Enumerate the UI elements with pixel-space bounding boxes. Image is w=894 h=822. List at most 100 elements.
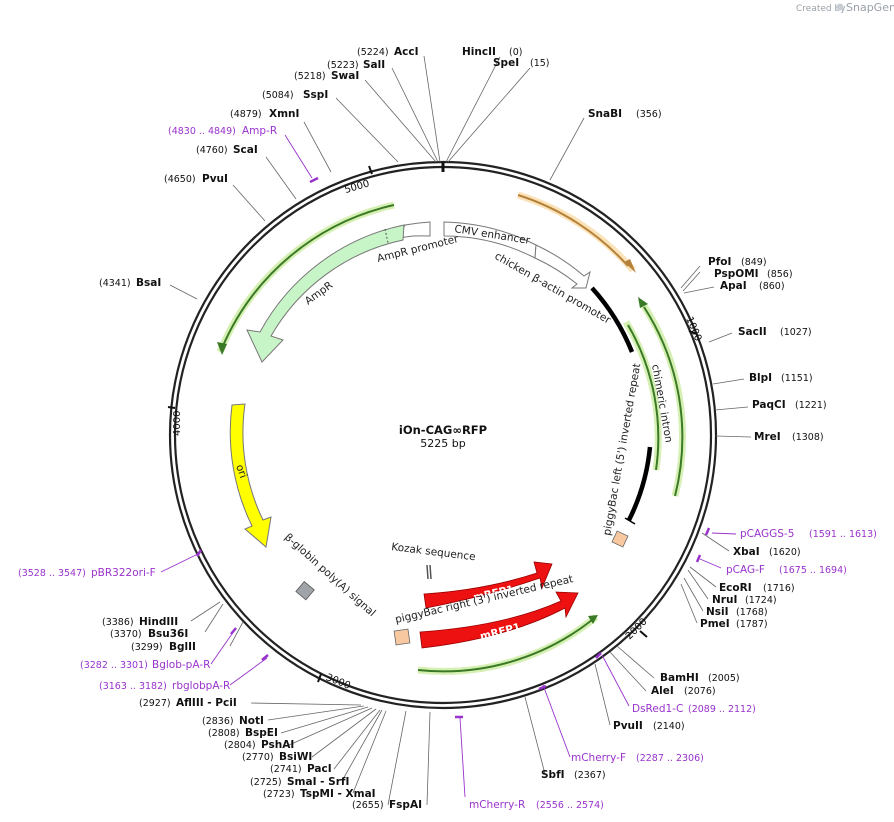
enzyme-hincii[interactable]: HincII — [462, 46, 496, 58]
kozak-mark-2 — [429, 564, 432, 580]
enzyme-apai[interactable]: ApaI — [720, 280, 747, 292]
primer-mcherry-f[interactable]: mCherry-F — [571, 752, 626, 764]
enzyme-pfoi[interactable]: PfoI — [708, 256, 731, 268]
enzyme-hindiii[interactable]: HindIII — [139, 616, 178, 628]
enzyme-pshai[interactable]: PshAI — [261, 739, 294, 751]
enzyme-afliii-pcii[interactable]: AflIII - PciI — [176, 697, 237, 709]
enzyme-pmei[interactable]: PmeI — [700, 618, 730, 630]
mrfp1-arrow-2[interactable] — [419, 591, 579, 649]
enzyme-sspi[interactable]: SspI — [303, 89, 328, 101]
enzyme-nsii[interactable]: NsiI — [706, 606, 729, 618]
tick-label-1000: 1000 — [683, 315, 703, 343]
enzyme-pvuii[interactable]: PvuII — [613, 720, 643, 732]
enzyme-pvui[interactable]: PvuI — [202, 173, 228, 185]
primer-dsred1-c[interactable]: DsRed1-C — [632, 703, 683, 715]
enzyme-pos-pspomi: (856) — [767, 269, 793, 280]
enzyme-bglii[interactable]: BglII — [169, 641, 196, 653]
enzyme-acci[interactable]: AccI — [394, 46, 418, 58]
green-arrow-left — [221, 204, 395, 349]
piggybac-right-box[interactable] — [393, 628, 411, 646]
enzyme-fspai[interactable]: FspAI — [389, 799, 422, 811]
enzyme-pos-sali: (5223) — [327, 60, 359, 71]
enzyme-pos-acci: (5224) — [357, 47, 389, 58]
enzyme-sacii[interactable]: SacII — [738, 326, 767, 338]
enzyme-pos-nsii: (1768) — [736, 607, 768, 618]
enzyme-pos-hindiii: (3386) — [102, 617, 134, 628]
enzyme-pos-bspei: (2808) — [208, 728, 240, 739]
chimeric-intron-feature[interactable] — [590, 286, 635, 353]
primer-range-pcag-f: (1675 .. 1694) — [779, 565, 847, 576]
primer-pcaggs-5[interactable]: pCAGGS-5 — [740, 528, 794, 540]
enzyme-mrei[interactable]: MreI — [754, 431, 781, 443]
primer-range-bglob-pa-r: (3282 .. 3301) — [80, 660, 148, 671]
enzyme-tspmi-xmai[interactable]: TspMI - XmaI — [300, 788, 376, 800]
green-arrow-right-head — [638, 297, 648, 308]
enzyme-blpi[interactable]: BlpI — [749, 372, 772, 384]
primer-pbr322ori-f[interactable]: pBR322ori-F — [91, 567, 156, 579]
primer-bglob-pa-r[interactable]: Bglob-pA-R — [152, 659, 210, 671]
enzyme-noti[interactable]: NotI — [239, 715, 264, 727]
enzyme-pspomi[interactable]: PspOMI — [714, 268, 759, 280]
enzyme-pos-blpi: (1151) — [781, 373, 813, 384]
enzyme-bsai[interactable]: BsaI — [136, 277, 161, 289]
enzyme-paqci[interactable]: PaqCI — [752, 399, 786, 411]
primer-rbglobpa-r[interactable]: rbglobpA-R — [172, 680, 230, 692]
ampr-promoter-arrow[interactable] — [397, 221, 431, 239]
enzyme-xbai[interactable]: XbaI — [733, 546, 760, 558]
bglobin-polya-label: β-globin poly(A) signal — [282, 531, 378, 619]
plasmid-size: 5225 bp — [420, 437, 465, 450]
enzyme-paci[interactable]: PacI — [307, 763, 332, 775]
cba-promoter-feature[interactable] — [534, 244, 591, 289]
snapgene-brand: SnapGene — [846, 1, 894, 14]
enzyme-sbfi[interactable]: SbfI — [541, 769, 565, 781]
mrfp1-arrow-1[interactable] — [423, 561, 553, 609]
enzyme-leader-lines — [169, 55, 752, 806]
enzyme-pos-bglii: (3299) — [131, 642, 163, 653]
created-by-label: Created by — [796, 4, 846, 14]
bglobin-polya-box[interactable] — [295, 580, 315, 601]
piggybac-left-feature[interactable] — [626, 446, 653, 522]
enzyme-bspei[interactable]: BspEI — [245, 727, 278, 739]
enzyme-pos-bamhi: (2005) — [708, 673, 740, 684]
primer-pcag-f[interactable]: pCAG-F — [726, 564, 765, 576]
enzyme-nrui[interactable]: NruI — [712, 594, 737, 606]
enzyme-pos-paci: (2741) — [270, 764, 302, 775]
tick-1000 — [688, 330, 698, 335]
enzyme-pos-bsiwi: (2770) — [242, 752, 274, 763]
kozak-label: Kozak sequence — [391, 541, 477, 563]
enzyme-bsu36i[interactable]: Bsu36I — [148, 628, 188, 640]
piggybac-left-box[interactable] — [611, 530, 629, 548]
tick-label-5000: 5000 — [343, 178, 370, 196]
enzyme-alei[interactable]: AleI — [651, 685, 674, 697]
piggybac-right-label: piggyBac right (3') inverted repeat — [394, 573, 574, 626]
primer-range-dsred1-c: (2089 .. 2112) — [688, 704, 756, 715]
enzyme-pos-pfoi: (849) — [741, 257, 767, 268]
enzyme-bamhi[interactable]: BamHI — [660, 672, 699, 684]
plasmid-name: iOn-CAG∞RFP — [399, 423, 487, 437]
enzyme-scai[interactable]: ScaI — [233, 144, 258, 156]
enzyme-ecori[interactable]: EcoRI — [719, 582, 752, 594]
primer-mcherry-r[interactable]: mCherry-R — [469, 799, 525, 811]
enzyme-smai-srfi[interactable]: SmaI - SrfI — [287, 776, 349, 788]
enzyme-spei[interactable]: SpeI — [493, 57, 519, 69]
kozak-mark[interactable] — [426, 564, 429, 580]
green-arrow-bottom-head — [588, 615, 598, 624]
ampr-feature[interactable] — [246, 224, 405, 363]
enzyme-swai[interactable]: SwaI — [331, 70, 359, 82]
tick-label-4000: 4000 — [172, 411, 183, 436]
green-arrow-left-head — [217, 342, 227, 355]
enzyme-bsiwi[interactable]: BsiWI — [279, 751, 312, 763]
enzyme-xmni[interactable]: XmnI — [269, 108, 299, 120]
enzyme-snabi[interactable]: SnaBI — [588, 108, 622, 120]
enzyme-pos-tspmi-xmai: (2723) — [263, 789, 295, 800]
piggybac-left-label: piggyBac left (5') inverted repeat — [601, 362, 643, 536]
enzyme-pos-hincii: (0) — [509, 47, 522, 58]
enzyme-pos-sspi: (5084) — [262, 90, 294, 101]
primer-range-pcaggs-5: (1591 .. 1613) — [809, 529, 877, 540]
primer-amp-r[interactable]: Amp-R — [242, 125, 277, 137]
ori-feature[interactable] — [229, 403, 272, 548]
enzyme-sali[interactable]: SalI — [363, 59, 385, 71]
tick-label-3000: 3000 — [324, 672, 352, 692]
enzyme-pos-bsu36i: (3370) — [110, 629, 142, 640]
